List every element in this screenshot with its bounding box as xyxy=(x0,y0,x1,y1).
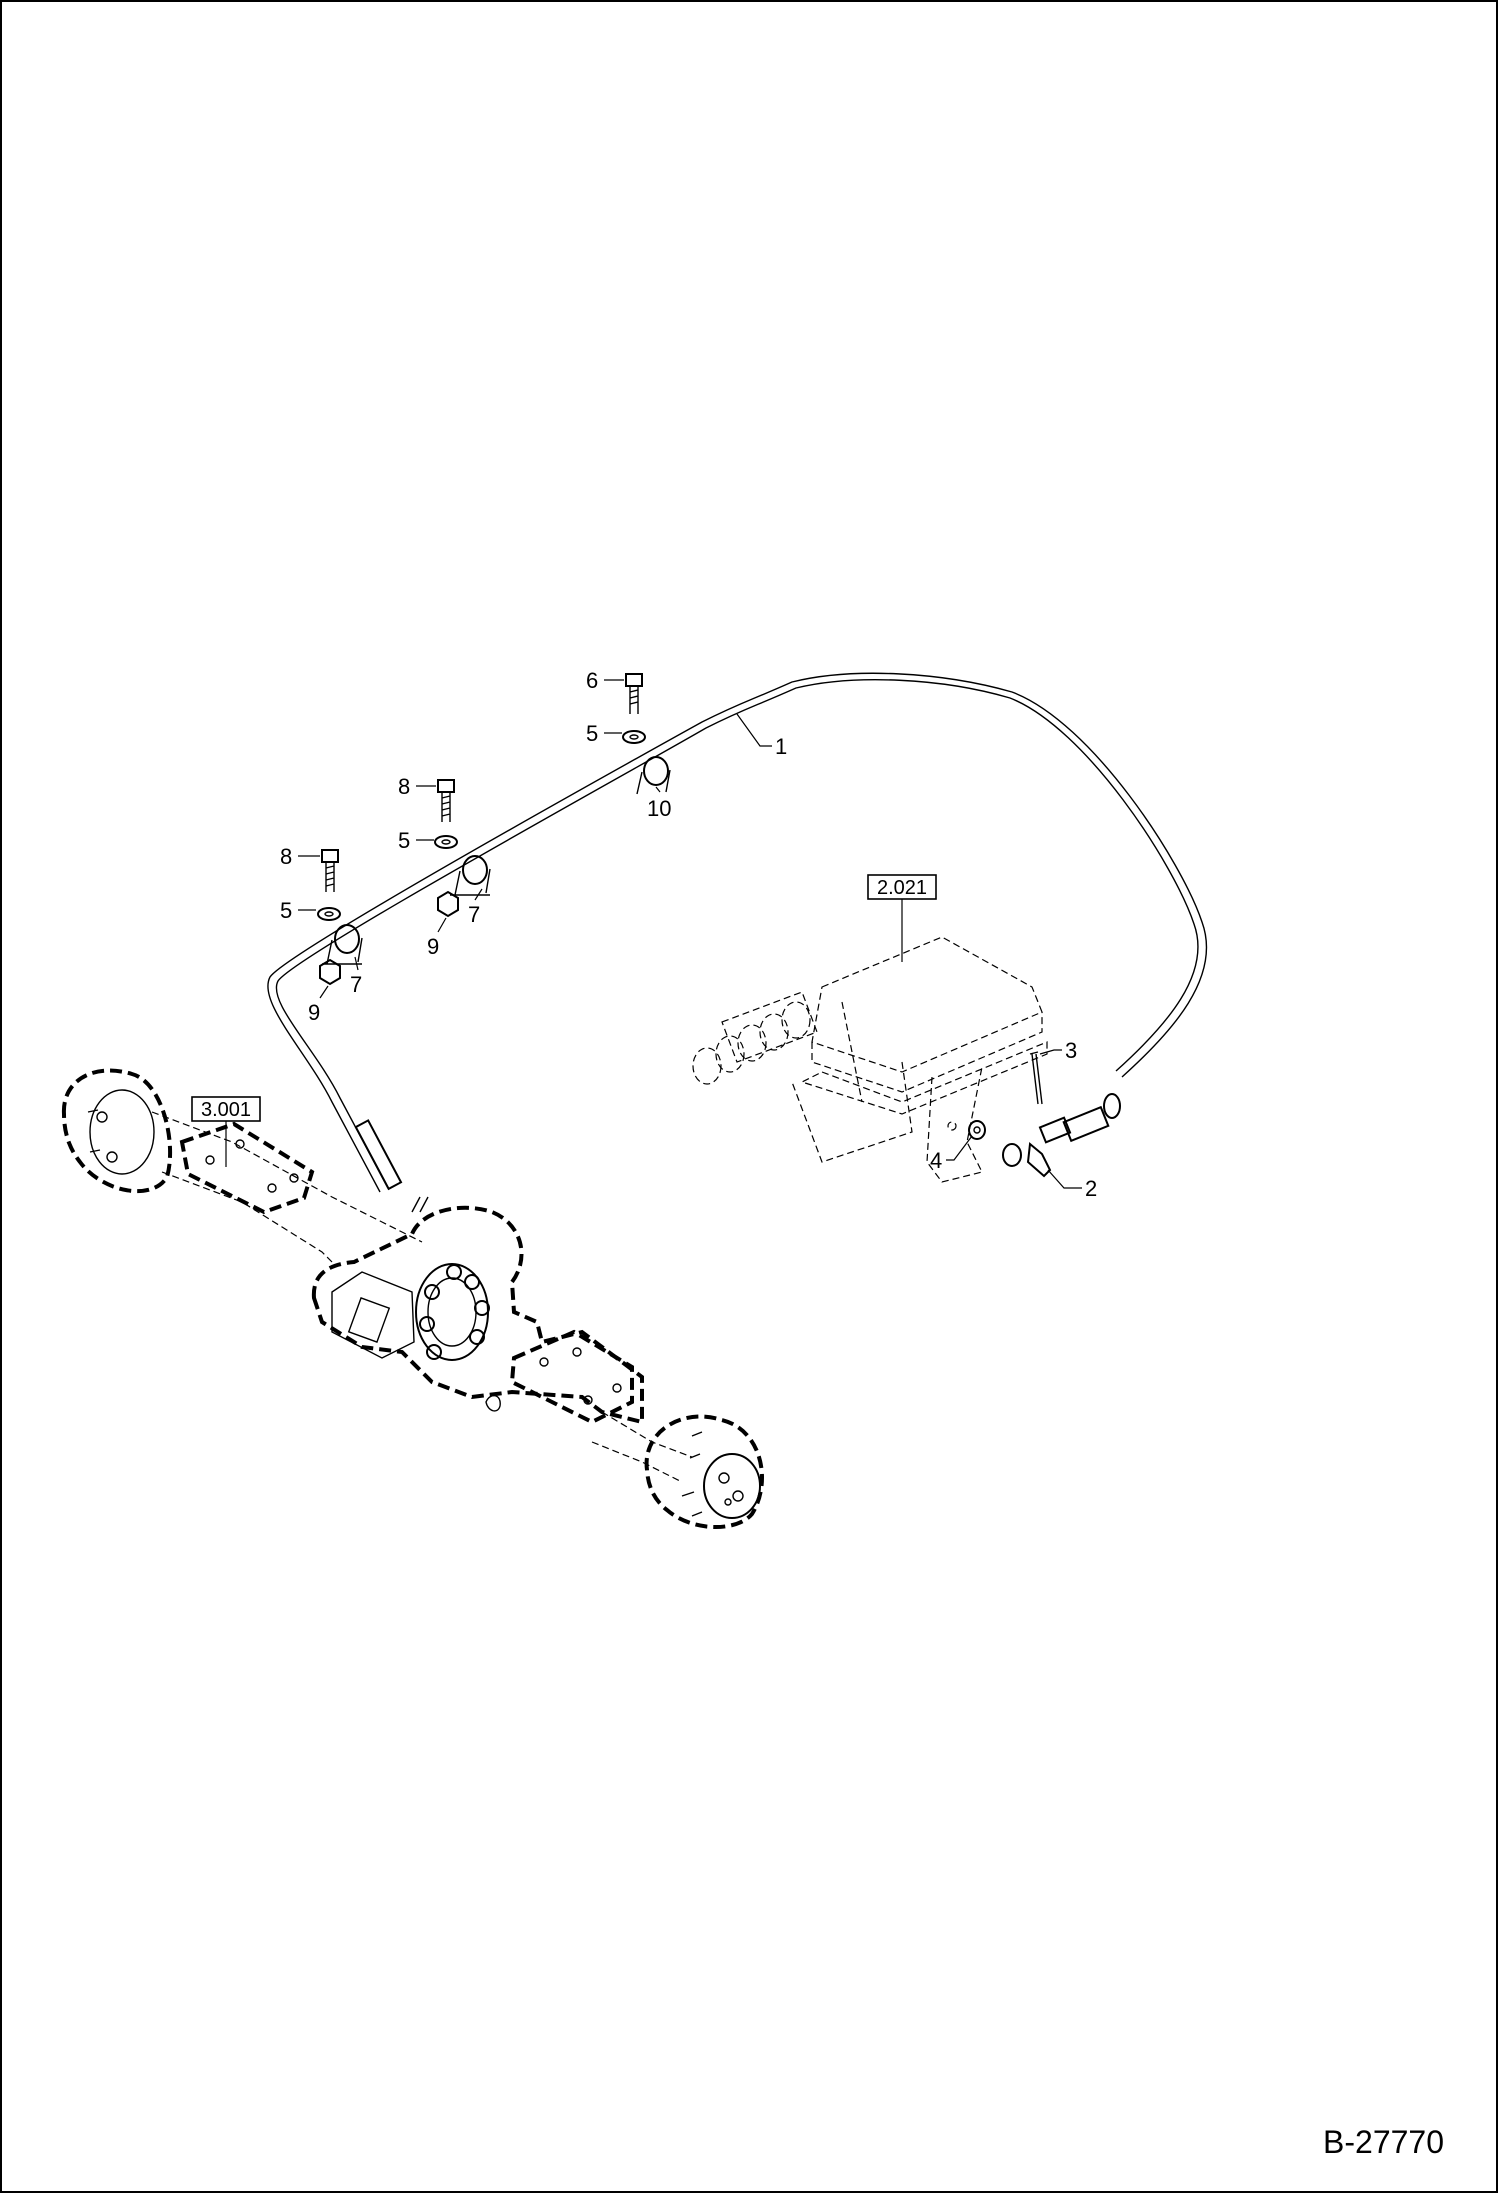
reference-box-3001: 3.001 xyxy=(191,1096,261,1167)
callout-1: 1 xyxy=(736,713,787,759)
callout-number: 2 xyxy=(1085,1176,1097,1201)
callout-number: 7 xyxy=(350,972,362,997)
callout-3: 3 xyxy=(1039,1038,1077,1063)
callout-10: 10 xyxy=(647,786,671,821)
clevis-pin xyxy=(1002,1142,1052,1178)
callout-number: 9 xyxy=(308,1000,320,1025)
split-pin xyxy=(1029,1051,1043,1105)
pedal-assembly-reference xyxy=(692,936,1048,1183)
callout-number: 6 xyxy=(586,668,598,693)
bolt xyxy=(625,673,643,714)
callout-5: 5 xyxy=(280,898,316,923)
callout-4: 4 xyxy=(930,1135,973,1173)
callout-number: 5 xyxy=(586,721,598,746)
cable-end-fitting xyxy=(1038,1093,1121,1144)
callout-9: 9 xyxy=(308,985,329,1025)
callout-2: 2 xyxy=(1047,1169,1097,1201)
callout-7: 7 xyxy=(468,888,483,927)
cable-clamp xyxy=(450,855,491,896)
callout-8: 8 xyxy=(280,844,320,869)
washer xyxy=(968,1120,986,1140)
figure-id: B-27770 xyxy=(1323,2124,1444,2160)
callout-number: 8 xyxy=(280,844,292,869)
callout-number: 1 xyxy=(775,734,787,759)
callout-number: 4 xyxy=(930,1148,942,1173)
callout-number: 3 xyxy=(1065,1038,1077,1063)
washer xyxy=(434,835,458,849)
hex-nut xyxy=(319,958,341,986)
callout-number: 9 xyxy=(427,934,439,959)
washer xyxy=(622,730,646,744)
callout-number: 10 xyxy=(647,796,671,821)
cable-clamp xyxy=(636,756,671,795)
rear-axle-reference xyxy=(61,1068,764,1530)
bolt xyxy=(321,849,339,892)
washer xyxy=(317,907,341,921)
callout-number: 5 xyxy=(280,898,292,923)
cable-clamp xyxy=(322,924,363,965)
callout-number: 7 xyxy=(468,902,480,927)
callout-9: 9 xyxy=(427,917,447,959)
reference-box-2021: 2.021 xyxy=(867,874,937,962)
callout-5: 5 xyxy=(398,828,434,853)
callout-number: 8 xyxy=(398,774,410,799)
callout-8: 8 xyxy=(398,774,436,799)
callout-5: 5 xyxy=(586,721,622,746)
reference-label: 3.001 xyxy=(201,1099,251,1121)
bolt xyxy=(437,779,455,822)
callout-7: 7 xyxy=(350,956,362,997)
callout-6: 6 xyxy=(586,668,624,693)
control-cable xyxy=(267,672,1208,1193)
reference-label: 2.021 xyxy=(877,877,927,899)
hex-nut xyxy=(437,890,459,918)
callout-number: 5 xyxy=(398,828,410,853)
